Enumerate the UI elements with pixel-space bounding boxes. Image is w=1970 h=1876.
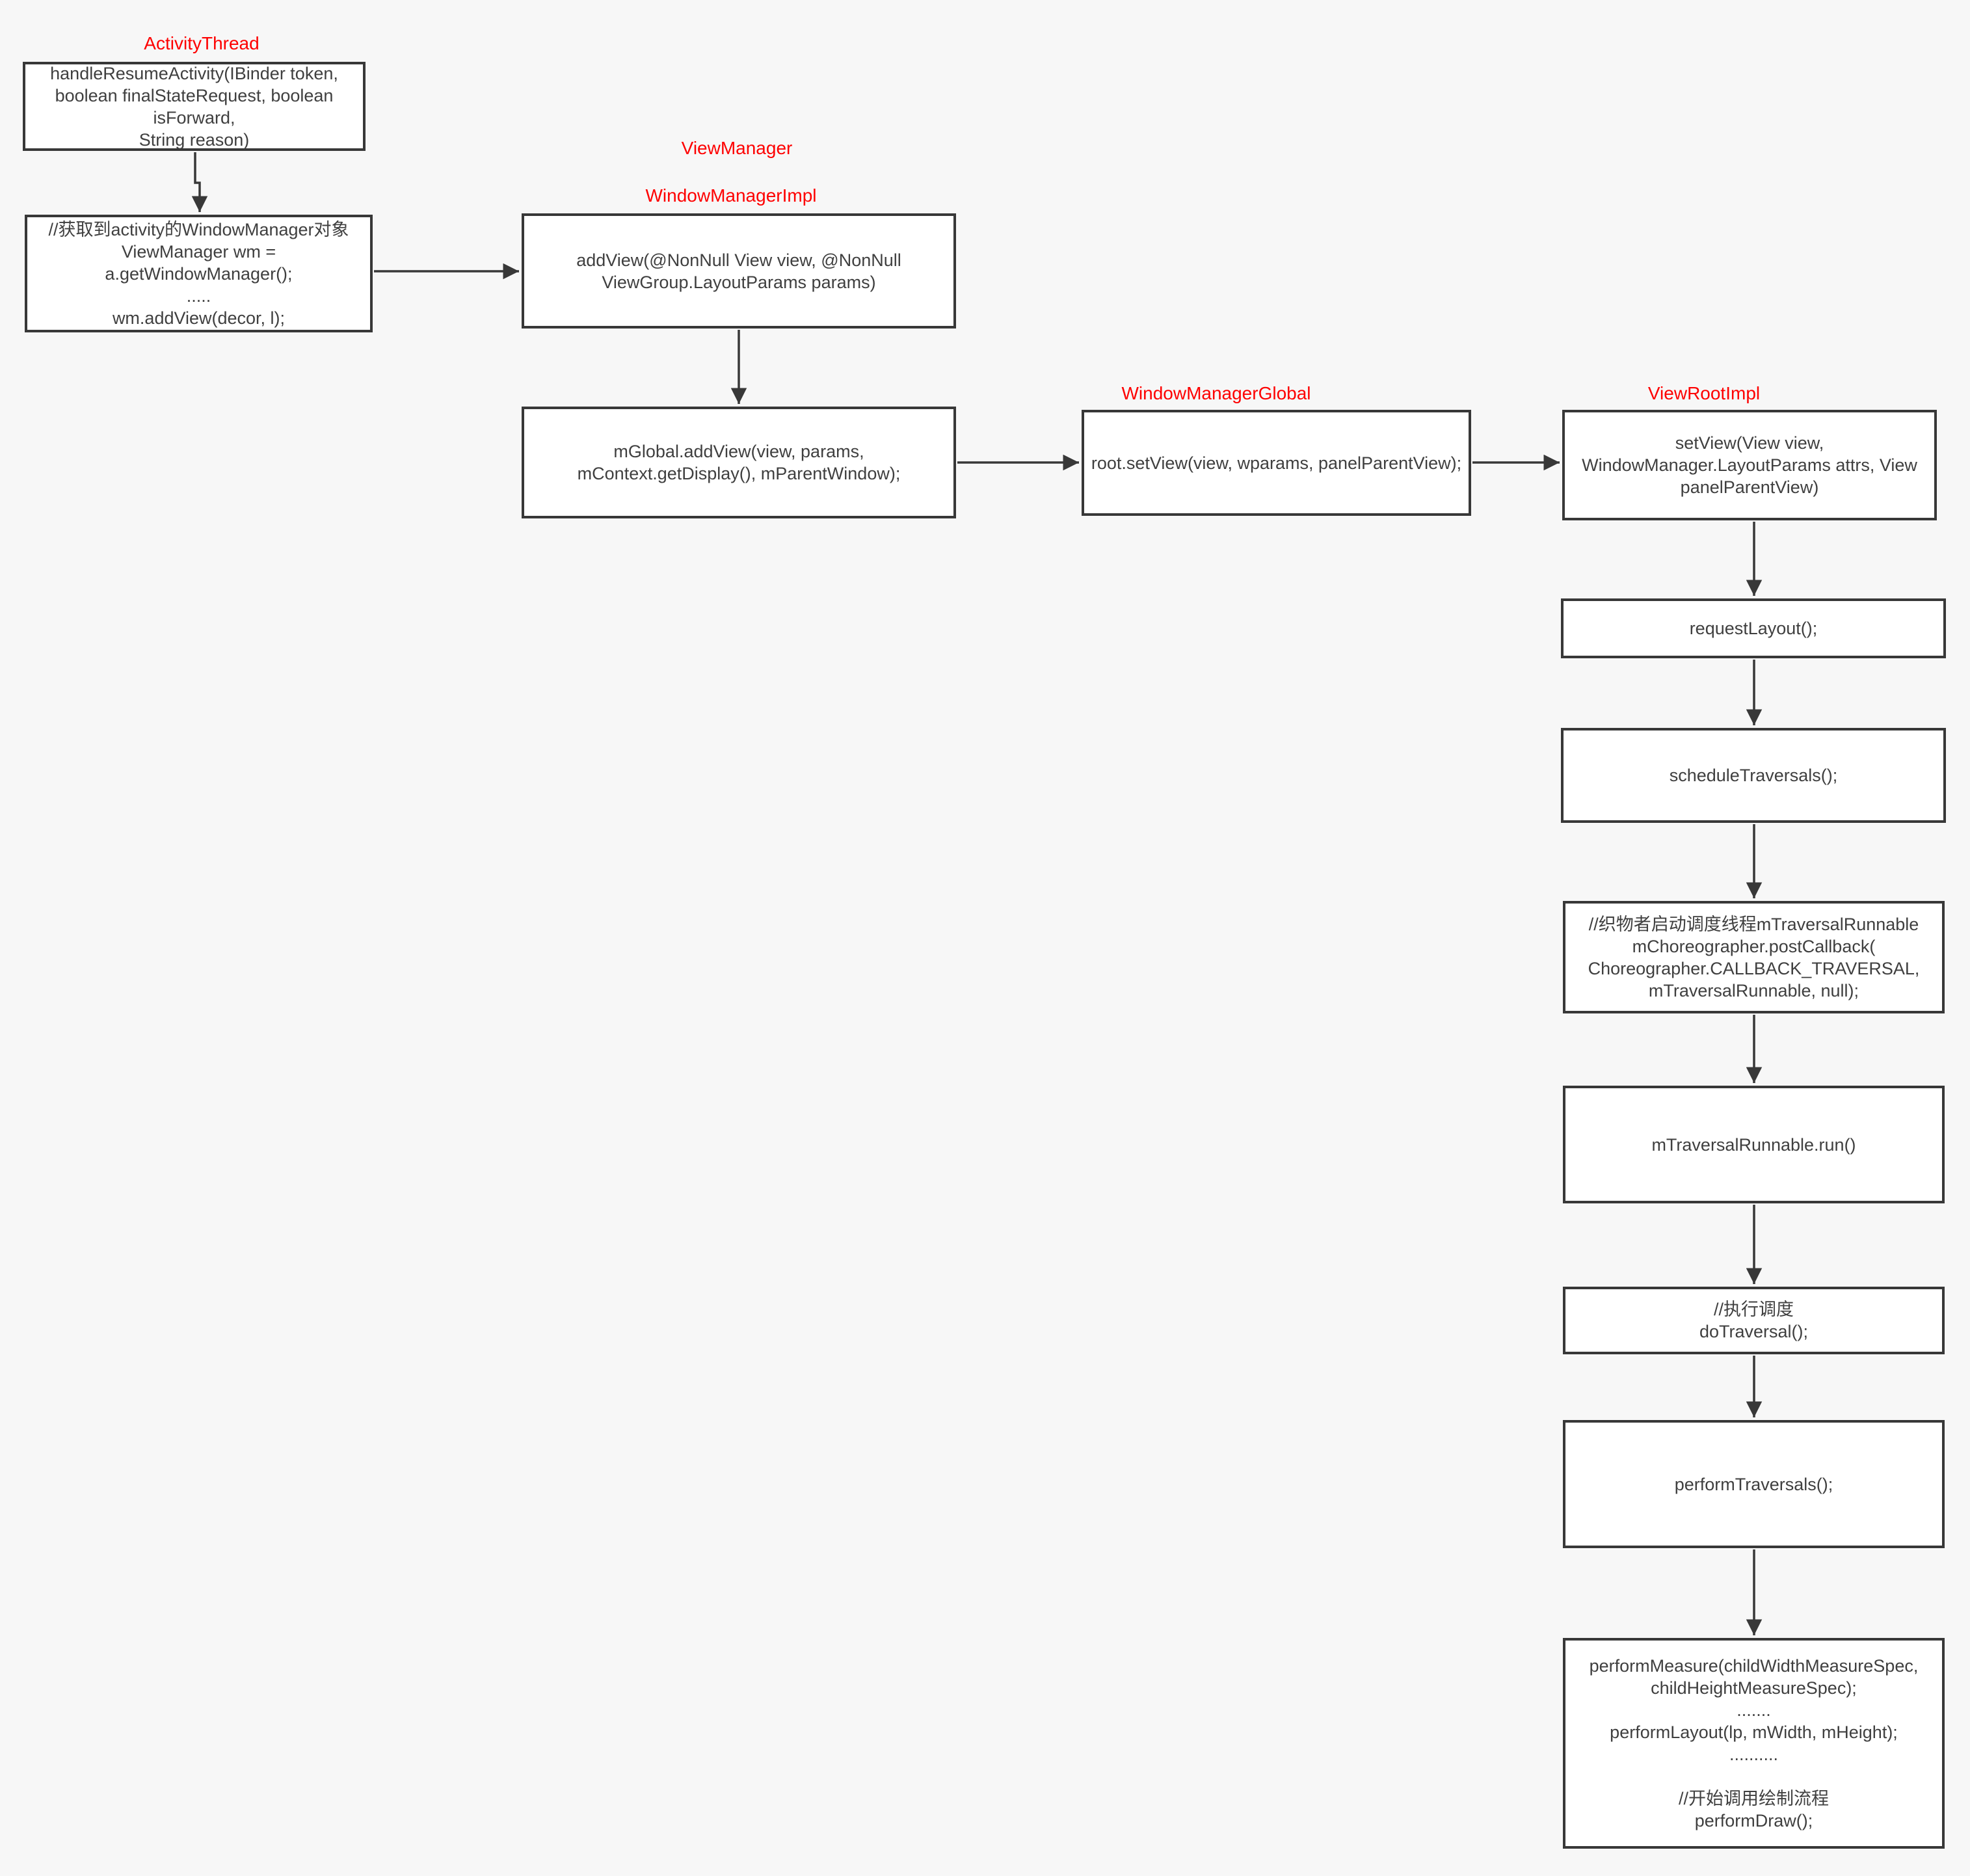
node-choreographer-post-callback-line-1: mChoreographer.postCallback( xyxy=(1632,936,1876,956)
node-perform-traversals: performTraversals(); xyxy=(1563,1420,1945,1548)
node-get-window-manager-line-4: wm.addView(decor, l); xyxy=(112,308,286,328)
label-window-manager-impl: WindowManagerImpl xyxy=(645,185,817,206)
node-perform-measure-layout-draw-line-2: ....... xyxy=(1737,1700,1771,1720)
node-perform-measure-layout-draw-line-4: .......... xyxy=(1729,1745,1778,1764)
node-do-traversal-line-0: //执行调度 xyxy=(1713,1300,1794,1319)
node-perform-measure-layout-draw: performMeasure(childWidthMeasureSpec,chi… xyxy=(1563,1638,1945,1849)
node-handle-resume-activity-line-2: isForward, xyxy=(153,107,235,127)
node-get-window-manager-line-3: ..... xyxy=(186,286,211,306)
node-schedule-traversals: scheduleTraversals(); xyxy=(1561,728,1946,823)
node-global-add-view-line-0: mGlobal.addView(view, params, xyxy=(613,442,864,461)
node-perform-measure-layout-draw-line-7: performDraw(); xyxy=(1694,1811,1813,1830)
node-handle-resume-activity-line-3: String reason) xyxy=(139,129,250,150)
label-view-manager: ViewManager xyxy=(681,138,793,158)
node-global-add-view: mGlobal.addView(view, params, mContext.ge… xyxy=(522,407,956,518)
node-perform-measure-layout-draw-line-6: //开始调用绘制流程 xyxy=(1678,1789,1829,1808)
node-vri-set-view: setView(View view,WindowManager.LayoutPa… xyxy=(1562,410,1937,520)
node-choreographer-post-callback-line-2: Choreographer.CALLBACK_TRAVERSAL, xyxy=(1588,958,1920,978)
node-do-traversal: //执行调度 doTraversal(); xyxy=(1563,1287,1945,1354)
node-wmi-add-view-line-1: ViewGroup.LayoutParams params) xyxy=(602,272,876,292)
node-get-window-manager-line-2: a.getWindowManager(); xyxy=(105,263,293,284)
node-handle-resume-activity: handleResumeActivity(IBinder token,boole… xyxy=(23,62,366,151)
node-choreographer-post-callback-line-0: //织物者启动调度线程mTraversalRunnable xyxy=(1588,914,1919,934)
node-traversal-runnable-run: mTraversalRunnable.run() xyxy=(1563,1086,1945,1203)
node-vri-set-view-line-1: WindowManager.LayoutParams attrs, View xyxy=(1582,455,1917,475)
node-perform-traversals-line-0: performTraversals(); xyxy=(1674,1474,1833,1494)
node-global-add-view-line-1: mContext.getDisplay(), mParentWindow); xyxy=(577,464,901,483)
node-get-window-manager-line-1: ViewManager wm = xyxy=(121,241,276,261)
node-perform-measure-layout-draw-line-0: performMeasure(childWidthMeasureSpec, xyxy=(1589,1656,1919,1676)
node-wmi-add-view-line-0: addView(@NonNull View view, @NonNull xyxy=(576,250,901,270)
node-vri-set-view-line-0: setView(View view, xyxy=(1675,433,1824,453)
node-root-set-view-line-0: root.setView(view, wparams, panelParentV… xyxy=(1091,453,1462,473)
arrow-resume-to-getwm xyxy=(191,152,208,212)
node-vri-set-view-line-2: panelParentView) xyxy=(1680,477,1819,497)
node-request-layout-line-0: requestLayout(); xyxy=(1689,619,1818,638)
label-window-manager-global: WindowManagerGlobal xyxy=(1121,383,1311,403)
node-handle-resume-activity-line-1: boolean finalStateRequest, boolean xyxy=(55,85,334,105)
node-perform-measure-layout-draw-line-3: performLayout(lp, mWidth, mHeight); xyxy=(1610,1722,1898,1742)
node-do-traversal-line-1: doTraversal(); xyxy=(1699,1322,1809,1341)
node-get-window-manager-line-0: //获取到activity的WindowManager对象 xyxy=(48,219,349,239)
node-handle-resume-activity-line-0: handleResumeActivity(IBinder token, xyxy=(50,63,338,83)
node-choreographer-post-callback-line-3: mTraversalRunnable, null); xyxy=(1648,980,1859,1000)
node-request-layout: requestLayout(); xyxy=(1561,598,1946,658)
label-view-root-impl: ViewRootImpl xyxy=(1647,383,1761,403)
node-perform-measure-layout-draw-line-1: childHeightMeasureSpec); xyxy=(1651,1678,1857,1698)
node-traversal-runnable-run-line-0: mTraversalRunnable.run() xyxy=(1651,1134,1856,1155)
node-schedule-traversals-line-0: scheduleTraversals(); xyxy=(1669,766,1838,785)
node-root-set-view: root.setView(view, wparams, panelParentV… xyxy=(1082,410,1471,516)
label-activity-thread: ActivityThread xyxy=(144,33,260,53)
